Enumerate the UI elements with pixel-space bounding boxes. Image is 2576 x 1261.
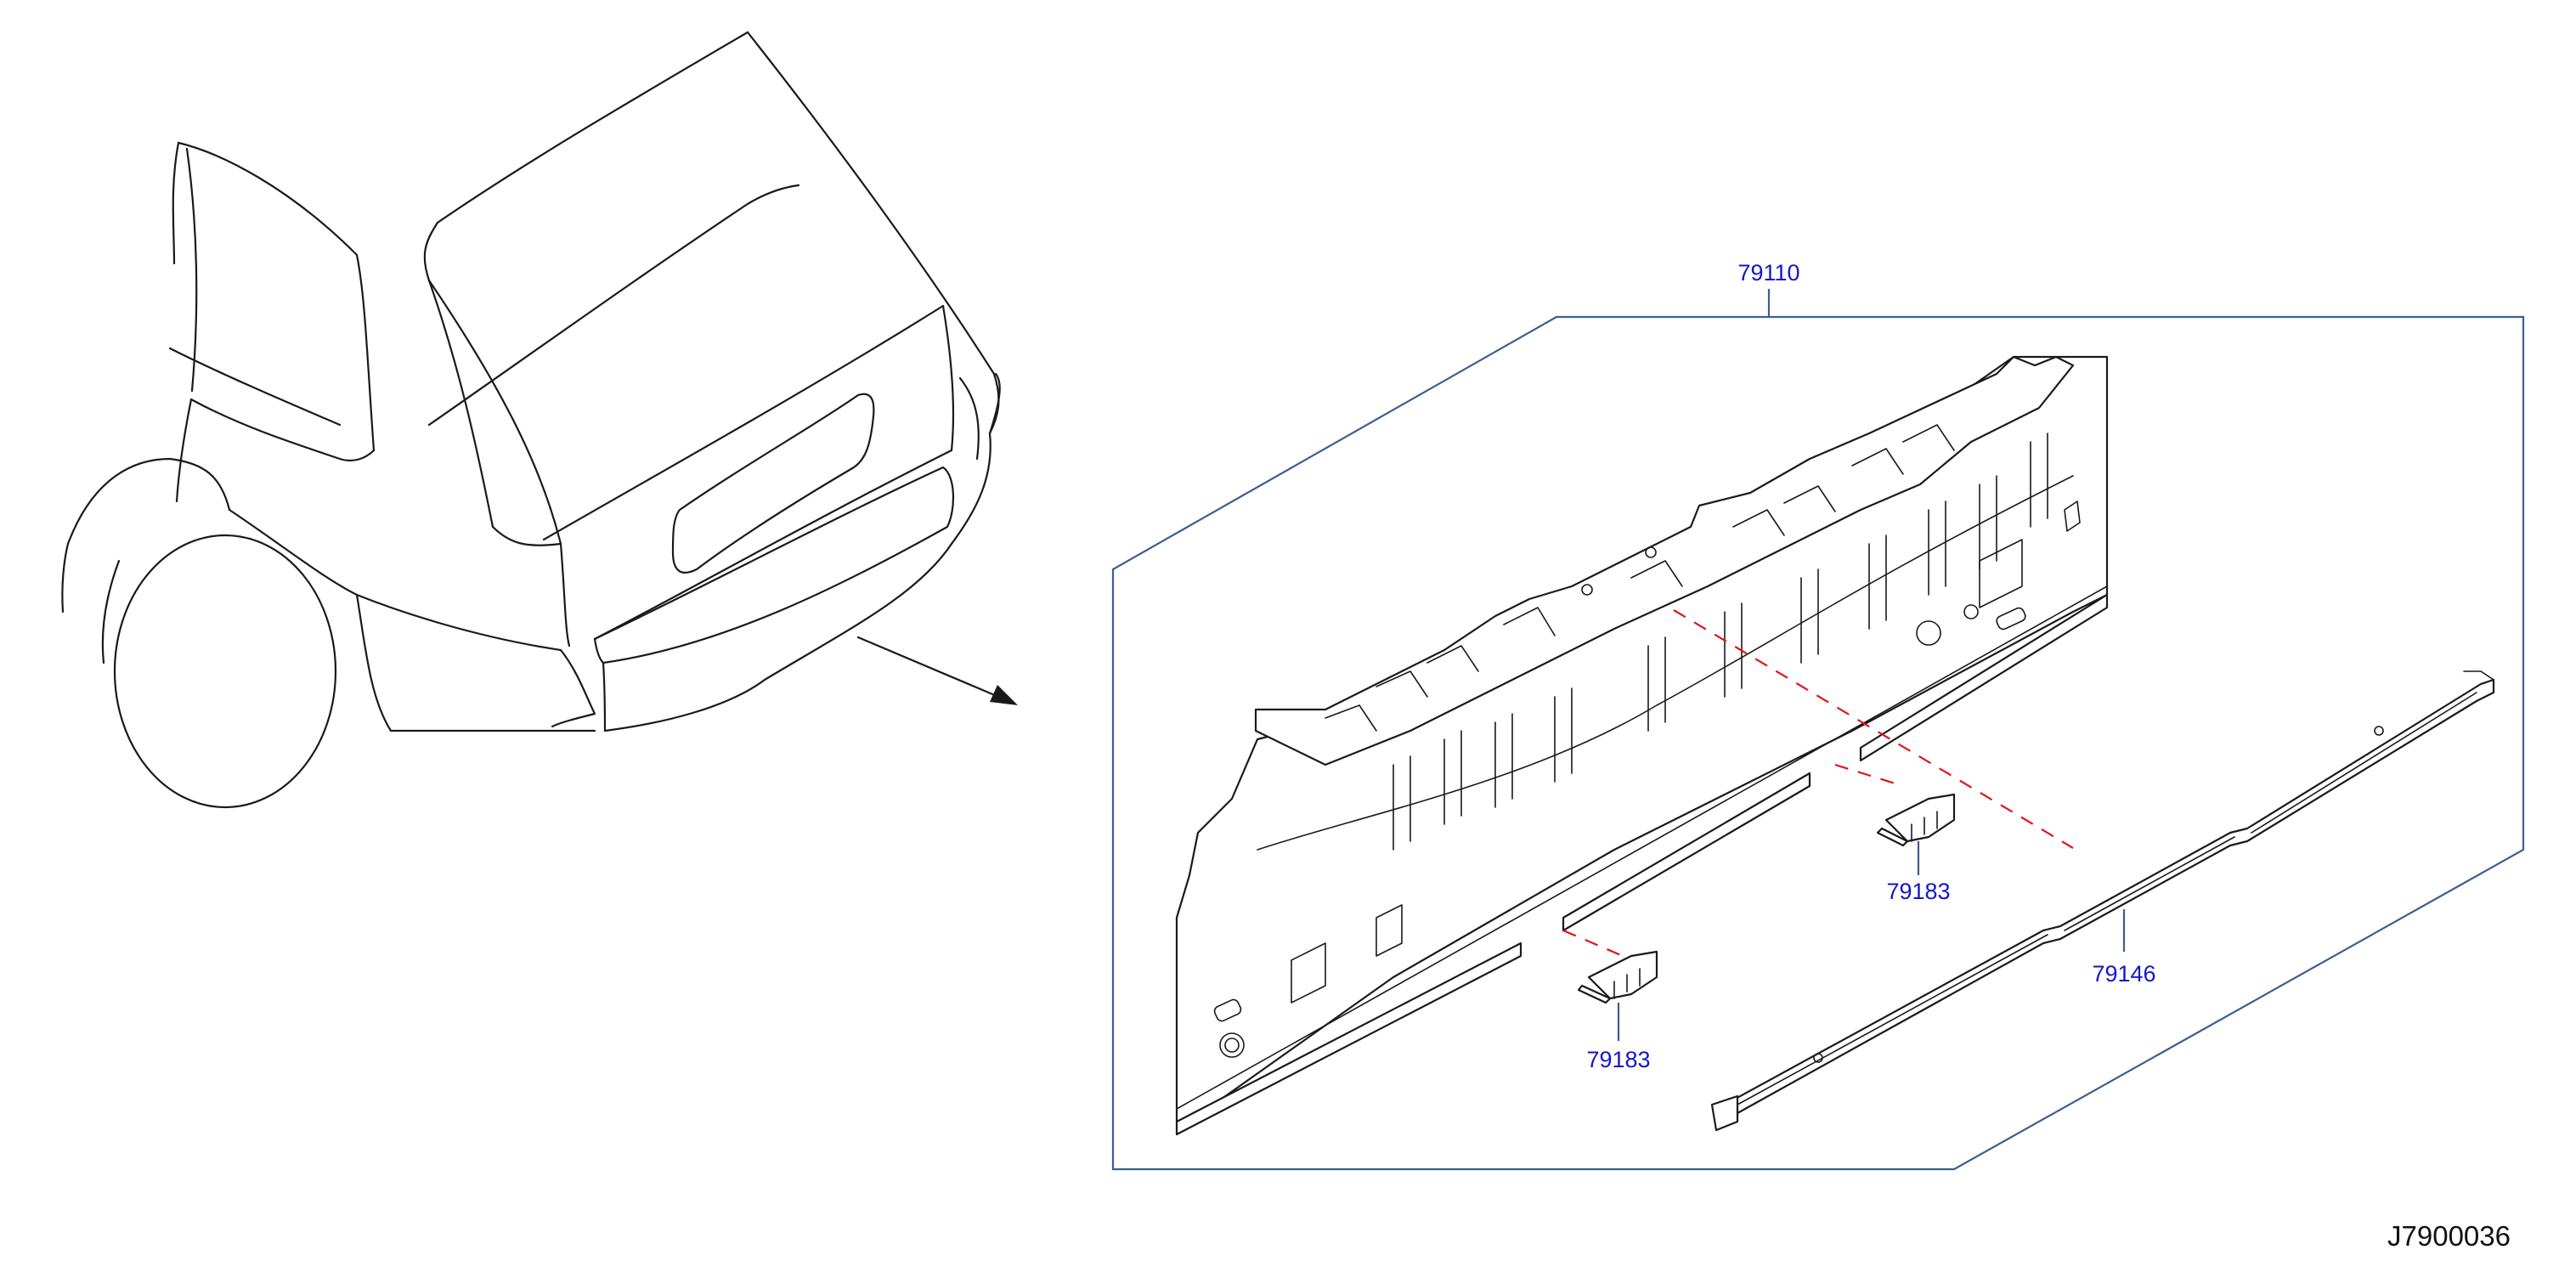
clip-79183-right — [1876, 793, 1956, 847]
callout-79183-right[interactable]: 79183 — [1886, 879, 1950, 904]
clip-79183-left — [1577, 950, 1658, 1004]
diagram-reference-code: J7900036 — [2387, 1220, 2511, 1252]
finisher-79146 — [1710, 670, 2495, 1132]
assembly-line-right-clip — [1834, 763, 1904, 788]
assembly-line-right — [1673, 609, 2074, 849]
parts-group-frame — [1111, 315, 2525, 1171]
callout-79110[interactable]: 79110 — [1737, 260, 1799, 286]
direction-arrow-icon — [990, 685, 1018, 705]
callout-79183-left[interactable]: 79183 — [1586, 1047, 1650, 1072]
vehicle-rear-illustration — [61, 31, 1018, 809]
callout-79146[interactable]: 79146 — [2092, 961, 2155, 987]
rear-panel-79110 — [1175, 355, 2109, 1136]
assembly-line-left — [1562, 929, 1624, 958]
